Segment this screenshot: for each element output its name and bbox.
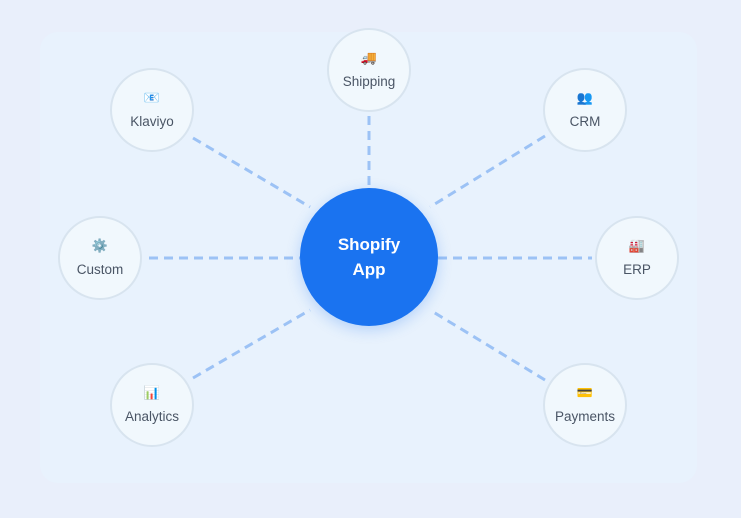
truck-icon: 🚚 xyxy=(360,50,378,65)
hub-label-line2: App xyxy=(352,260,386,279)
node-label: Klaviyo xyxy=(130,114,174,129)
bar-chart-icon: 📊 xyxy=(143,385,161,400)
node-custom[interactable]: ⚙️ Custom xyxy=(58,216,142,300)
connector-payments xyxy=(429,308,546,382)
node-label: Shipping xyxy=(342,74,396,89)
credit-card-icon: 💳 xyxy=(576,385,594,400)
connector-klaviyo xyxy=(192,136,311,209)
node-analytics[interactable]: 📊 Analytics xyxy=(110,363,194,447)
node-crm[interactable]: 👥 CRM xyxy=(543,68,627,152)
gear-icon: ⚙️ xyxy=(91,238,109,253)
email-icon: 📧 xyxy=(143,90,161,105)
factory-icon: 🏭 xyxy=(628,238,646,253)
node-erp[interactable]: 🏭 ERP xyxy=(595,216,679,300)
node-label: ERP xyxy=(623,262,651,277)
node-label: Custom xyxy=(76,262,124,277)
node-label: Payments xyxy=(554,409,616,424)
node-klaviyo[interactable]: 📧 Klaviyo xyxy=(110,68,194,152)
connector-analytics xyxy=(192,308,311,380)
node-label: Analytics xyxy=(124,409,180,424)
hub-shopify-app[interactable]: Shopify App xyxy=(300,188,438,326)
hub-label-line1: Shopify xyxy=(337,235,401,254)
node-label: CRM xyxy=(569,114,601,129)
node-shipping[interactable]: 🚚 Shipping xyxy=(327,28,411,112)
node-payments[interactable]: 💳 Payments xyxy=(543,363,627,447)
connector-crm xyxy=(429,134,546,209)
users-icon: 👥 xyxy=(576,90,594,105)
